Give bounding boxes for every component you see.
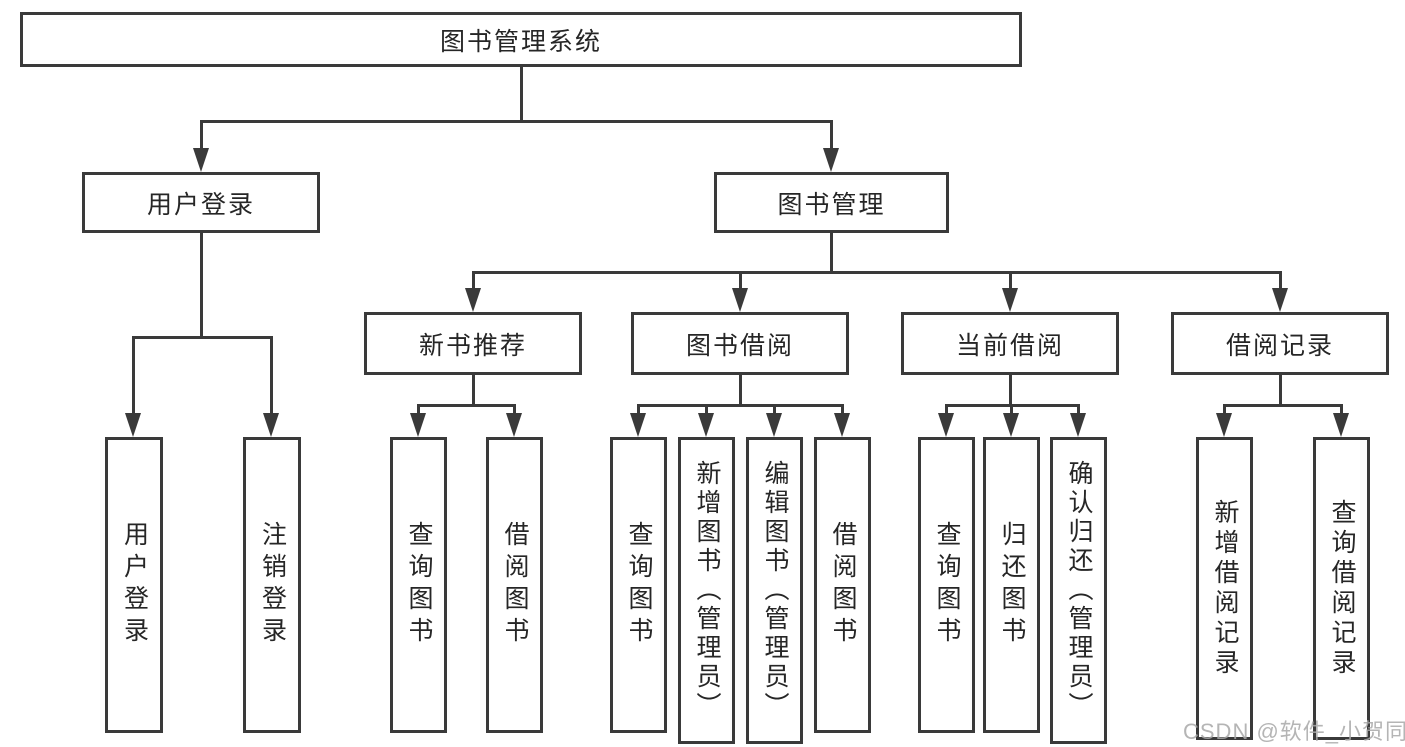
edge-line — [841, 404, 844, 418]
edge-arrowhead-down — [1002, 288, 1018, 312]
node-book-management: 图书管理 — [714, 172, 949, 233]
edge-arrowhead-down — [193, 148, 209, 172]
csdn-watermark: CSDN @软件_小贺同学 — [1183, 719, 1405, 744]
edge-arrowhead-down — [263, 413, 279, 437]
node-book-borrow-label: 图书借阅 — [685, 331, 794, 360]
node-user-login-label: 用户登录 — [146, 190, 255, 219]
edge-line — [520, 67, 523, 120]
leaf-query-books-2-label: 查询图书 — [625, 521, 653, 649]
edge-line — [513, 404, 516, 418]
node-user-login: 用户登录 — [82, 172, 320, 233]
edge-line — [270, 336, 273, 416]
leaf-query-borrow-record-label: 查询借阅记录 — [1328, 498, 1356, 679]
node-new-book-recommend: 新书推荐 — [364, 312, 582, 375]
leaf-borrow-books-2: 借阅图书 — [814, 437, 871, 733]
leaf-user-login-label: 用户登录 — [120, 521, 149, 649]
edge-arrowhead-down — [823, 148, 839, 172]
leaf-logout-label: 注销登录 — [258, 521, 287, 649]
leaf-query-books-3: 查询图书 — [918, 437, 975, 733]
edge-line — [472, 271, 1282, 274]
edge-arrowhead-down — [698, 413, 714, 437]
edge-line — [705, 404, 708, 418]
leaf-add-books-admin: 新增图书（管理员） — [678, 437, 735, 744]
edge-line — [1009, 375, 1012, 407]
edge-line — [472, 375, 475, 407]
node-current-borrow: 当前借阅 — [901, 312, 1119, 375]
node-current-borrow-label: 当前借阅 — [955, 331, 1064, 360]
leaf-confirm-return-admin-label: 确认归还（管理员） — [1065, 460, 1093, 721]
leaf-query-books-1: 查询图书 — [390, 437, 447, 733]
edge-line — [417, 404, 420, 418]
leaf-query-books-3-label: 查询图书 — [933, 521, 961, 649]
leaf-edit-books-admin: 编辑图书（管理员） — [746, 437, 803, 744]
edge-arrowhead-down — [766, 413, 782, 437]
edge-arrowhead-down — [938, 413, 954, 437]
node-new-book-recommend-label: 新书推荐 — [418, 331, 527, 360]
edge-line — [1223, 404, 1226, 418]
edge-arrowhead-down — [1070, 413, 1086, 437]
edge-arrowhead-down — [465, 288, 481, 312]
leaf-query-books-1-label: 查询图书 — [405, 521, 433, 649]
leaf-return-books-label: 归还图书 — [998, 521, 1026, 649]
node-root-label: 图书管理系统 — [439, 27, 602, 56]
leaf-add-borrow-record-label: 新增借阅记录 — [1211, 498, 1239, 679]
leaf-borrow-books-1-label: 借阅图书 — [501, 521, 529, 649]
leaf-add-borrow-record: 新增借阅记录 — [1196, 437, 1253, 740]
edge-line — [200, 120, 833, 123]
leaf-query-borrow-record: 查询借阅记录 — [1313, 437, 1370, 740]
edge-line — [132, 336, 135, 416]
edge-line — [417, 404, 516, 407]
node-book-management-label: 图书管理 — [777, 190, 886, 219]
leaf-borrow-books-1: 借阅图书 — [486, 437, 543, 733]
edge-arrowhead-down — [732, 288, 748, 312]
edge-line — [1077, 404, 1080, 418]
leaf-logout: 注销登录 — [243, 437, 301, 733]
edge-arrowhead-down — [1272, 288, 1288, 312]
edge-arrowhead-down — [506, 413, 522, 437]
edge-arrowhead-down — [410, 413, 426, 437]
leaf-query-books-2: 查询图书 — [610, 437, 667, 733]
leaf-edit-books-admin-label: 编辑图书（管理员） — [761, 460, 789, 721]
edge-line — [1009, 271, 1012, 293]
node-borrow-records: 借阅记录 — [1171, 312, 1389, 375]
edge-arrowhead-down — [630, 413, 646, 437]
node-borrow-records-label: 借阅记录 — [1225, 331, 1334, 360]
edge-line — [830, 233, 833, 274]
leaf-return-books: 归还图书 — [983, 437, 1040, 733]
leaf-user-login: 用户登录 — [105, 437, 163, 733]
edge-arrowhead-down — [834, 413, 850, 437]
edge-line — [1279, 271, 1282, 293]
edge-line — [830, 120, 833, 151]
leaf-confirm-return-admin: 确认归还（管理员） — [1050, 437, 1107, 744]
edge-line — [1010, 404, 1013, 418]
edge-arrowhead-down — [1216, 413, 1232, 437]
edge-line — [132, 336, 273, 339]
edge-line — [739, 271, 742, 293]
edge-line — [200, 120, 203, 151]
edge-line — [1340, 404, 1343, 418]
node-root: 图书管理系统 — [20, 12, 1022, 67]
node-book-borrow: 图书借阅 — [631, 312, 849, 375]
edge-arrowhead-down — [125, 413, 141, 437]
edge-arrowhead-down — [1003, 413, 1019, 437]
edge-line — [1223, 404, 1343, 407]
edge-line — [739, 375, 742, 407]
edge-line — [637, 404, 640, 418]
leaf-borrow-books-2-label: 借阅图书 — [829, 521, 857, 649]
edge-line — [200, 233, 203, 339]
edge-line — [945, 404, 948, 418]
edge-line — [472, 271, 475, 293]
edge-line — [773, 404, 776, 418]
edge-line — [637, 404, 844, 407]
edge-line — [1279, 375, 1282, 407]
leaf-add-books-admin-label: 新增图书（管理员） — [693, 460, 721, 721]
edge-arrowhead-down — [1333, 413, 1349, 437]
